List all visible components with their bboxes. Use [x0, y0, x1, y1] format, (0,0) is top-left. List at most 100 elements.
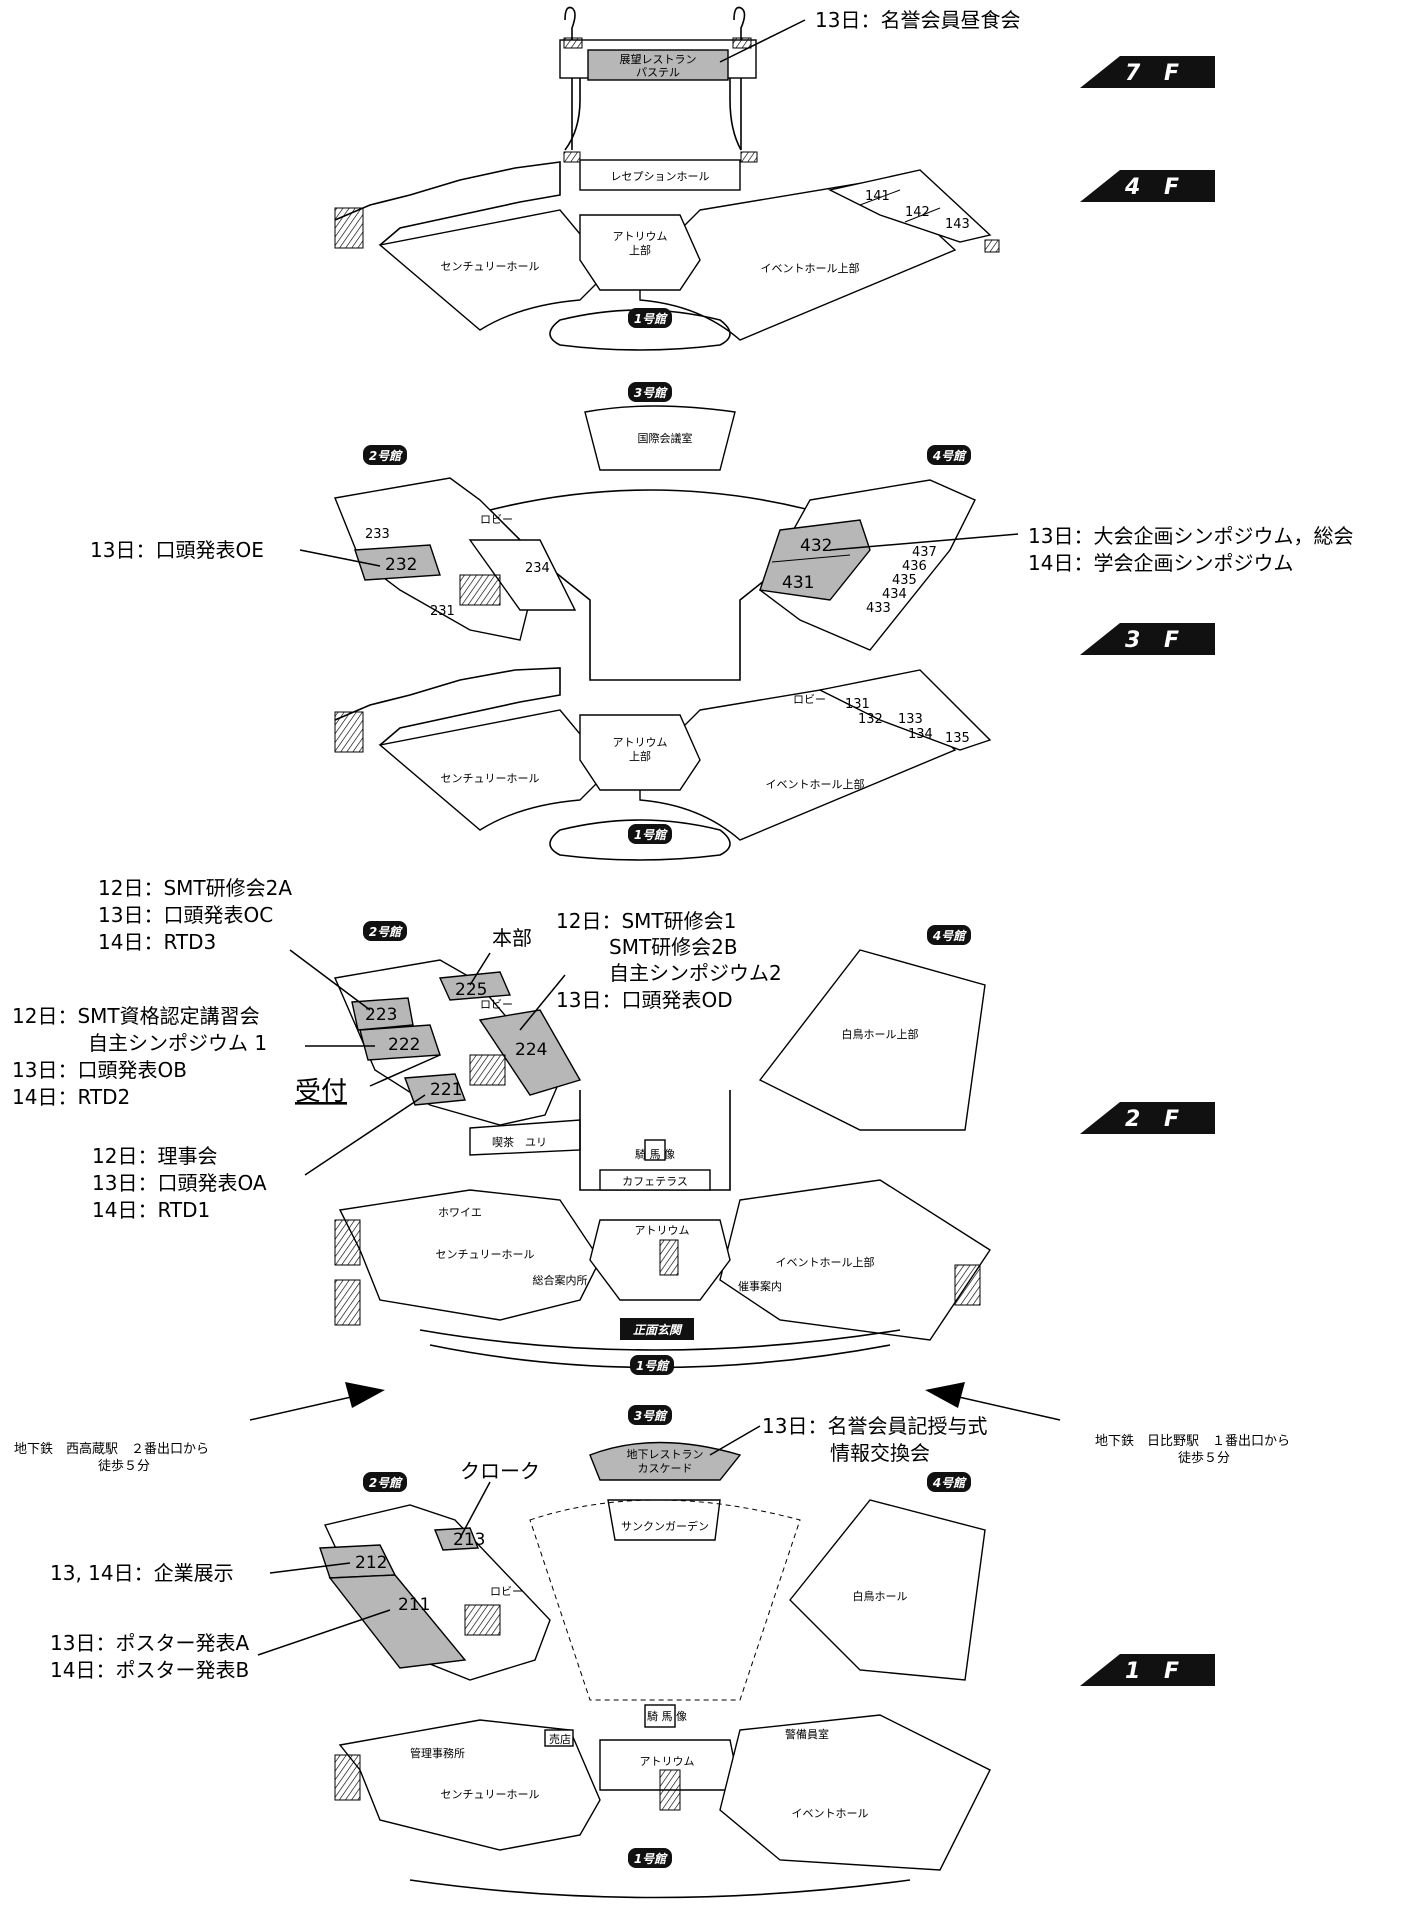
floor-4f-plan: レセプションホール アトリウム 上部 センチュリーホール イベントホール上部 1… — [334, 151, 1000, 351]
annotation-223-3: 14日：RTD3 — [98, 930, 216, 954]
leader-lines — [257, 19, 1019, 1656]
room-431: 431 — [782, 573, 814, 593]
room-restaurant-7f — [587, 49, 729, 81]
label-kiba-1f: 騎 馬 像 — [647, 1710, 687, 1723]
label-restaurant-2: パステル — [636, 66, 680, 79]
label-lobby-3f: ロビー — [480, 513, 513, 526]
label-hakucho-upper: 白鳥ホール上部 — [842, 1027, 919, 1041]
annotation-211-2: 14日：ポスター発表B — [50, 1658, 249, 1682]
room-211: 211 — [398, 1595, 430, 1615]
label-info: 総合案内所 — [533, 1273, 588, 1287]
floor-7f-plan: 展望レストラン パステル — [559, 6, 757, 151]
room-132: 132 — [858, 712, 883, 727]
building-2-badge-2f: 2号館 — [363, 921, 407, 941]
room-232: 232 — [385, 555, 417, 575]
annotation-222-2: 自主シンポジウム 1 — [88, 1031, 267, 1055]
annotation-224-4: 13日：口頭発表OD — [556, 988, 733, 1012]
svg-text:3号館: 3号館 — [634, 386, 668, 400]
building-4-badge-3f: 4号館 — [927, 445, 971, 465]
room-223: 223 — [365, 1005, 397, 1025]
svg-text:4号館: 4号館 — [932, 449, 967, 463]
svg-text:1号館: 1号館 — [636, 1359, 670, 1373]
label-foyer: ホワイエ — [438, 1206, 482, 1219]
floor-2f-plan: 225 223 222 224 221 ロビー 喫茶 ユリ カフェテラス 騎 馬… — [334, 949, 991, 1369]
room-142: 142 — [905, 205, 930, 220]
annotation-cloak: クローク — [460, 1459, 540, 1483]
label-event-hall-4f: イベントホール上部 — [761, 261, 860, 275]
annotation-225: 本部 — [492, 926, 532, 950]
label-event-hall-3f: イベントホール上部 — [766, 777, 865, 791]
floor-3f-plan: 国際会議室 232 233 231 234 ロビー 432 431 437 43… — [334, 405, 992, 861]
room-433: 433 — [866, 601, 891, 616]
building-2-badge-3f: 2号館 — [363, 445, 407, 465]
label-b1-cascade: カスケード — [638, 1462, 693, 1475]
annotation-222-1: 12日：SMT資格認定講習会 — [12, 1004, 260, 1028]
building-4-badge-1f: 4号館 — [927, 1472, 971, 1492]
annotation-b1-2: 情報交換会 — [830, 1441, 930, 1465]
svg-text:1号館: 1号館 — [634, 828, 668, 842]
room-134: 134 — [908, 727, 933, 742]
label-atrium-2f: アトリウム — [635, 1224, 690, 1237]
floor-badge-7f: 7 F — [1080, 56, 1215, 88]
annotation-223-2: 13日：口頭発表OC — [98, 903, 273, 927]
label-century-hall-4f: センチュリーホール — [441, 260, 540, 273]
building-1-badge-3f: 1号館 — [628, 824, 672, 844]
label-atrium-4f: アトリウム — [613, 230, 668, 243]
room-436: 436 — [902, 559, 927, 574]
label-century-hall-2f: センチュリーホール — [436, 1248, 535, 1261]
annotation-224-1: 12日：SMT研修会1 — [556, 909, 736, 933]
svg-text:4号館: 4号館 — [932, 1476, 967, 1490]
label-lobby-1f: ロビー — [490, 1585, 523, 1598]
room-141: 141 — [865, 189, 890, 204]
label-lobby-3f-east: ロビー — [793, 693, 826, 706]
svg-text:4号館: 4号館 — [932, 929, 967, 943]
annotation-432-2: 14日：学会企画シンポジウム — [1028, 551, 1293, 575]
entrance-badge: 正面玄関 — [620, 1318, 694, 1340]
annotation-432-1: 13日：大会企画シンポジウム，総会 — [1028, 524, 1353, 548]
building-4-badge-2f: 4号館 — [927, 925, 971, 945]
room-432: 432 — [800, 536, 832, 556]
annotation-uketsuke: 受付 — [295, 1077, 347, 1107]
label-kissa: 喫茶 ユリ — [492, 1136, 547, 1149]
annotation-222-3: 13日：口頭発表OB — [12, 1058, 187, 1082]
annotation-224-2: SMT研修会2B — [609, 935, 738, 959]
subway-west-line2: 徒歩５分 — [98, 1459, 150, 1474]
svg-text:3号館: 3号館 — [634, 1409, 668, 1423]
label-sunken: サンクンガーデン — [621, 1519, 709, 1533]
building-2-badge-1f: 2号館 — [363, 1472, 407, 1492]
room-435: 435 — [892, 573, 917, 588]
room-434: 434 — [882, 587, 907, 602]
label-intl-conf: 国際会議室 — [638, 431, 693, 445]
svg-text:2号館: 2号館 — [369, 925, 403, 939]
svg-text:3 F: 3 F — [1125, 628, 1187, 653]
svg-text:4 F: 4 F — [1124, 175, 1187, 200]
label-cafe-terrace: カフェテラス — [622, 1175, 688, 1188]
label-b1-restaurant: 地下レストラン — [627, 1448, 704, 1461]
room-233: 233 — [365, 527, 390, 542]
label-reception-hall: レセプションホール — [611, 170, 710, 183]
label-event-hall-2f: イベントホール上部 — [776, 1255, 875, 1269]
building-1-badge-2f: 1号館 — [630, 1355, 674, 1375]
label-baiten: 売店 — [549, 1732, 571, 1746]
subway-west-line1: 地下鉄 西高蔵駅 ２番出口から — [14, 1441, 209, 1457]
label-atrium-upper-4f: 上部 — [629, 243, 651, 257]
room-212: 212 — [355, 1553, 387, 1573]
svg-text:7 F: 7 F — [1125, 61, 1187, 86]
room-437: 437 — [912, 545, 937, 560]
label-century-hall-1f: センチュリーホール — [441, 1788, 540, 1801]
building-3-badge-3f: 3号館 — [628, 382, 672, 402]
room-133: 133 — [898, 712, 923, 727]
svg-text:2号館: 2号館 — [369, 1476, 403, 1490]
svg-text:1号館: 1号館 — [634, 1852, 668, 1866]
annotation-212: 13, 14日：企業展示 — [50, 1561, 234, 1585]
annotation-232: 13日：口頭発表OE — [90, 538, 264, 562]
subway-east-line1: 地下鉄 日比野駅 １番出口から — [1095, 1434, 1290, 1449]
annotation-224-3: 自主シンポジウム2 — [609, 961, 782, 985]
label-event-hall-1f: イベントホール — [792, 1807, 869, 1820]
subway-east-line2: 徒歩５分 — [1178, 1451, 1230, 1466]
svg-text:1号館: 1号館 — [634, 312, 668, 326]
label-restaurant: 展望レストラン — [620, 53, 697, 66]
room-221: 221 — [430, 1080, 462, 1100]
label-lobby-2f: ロビー — [480, 998, 513, 1011]
